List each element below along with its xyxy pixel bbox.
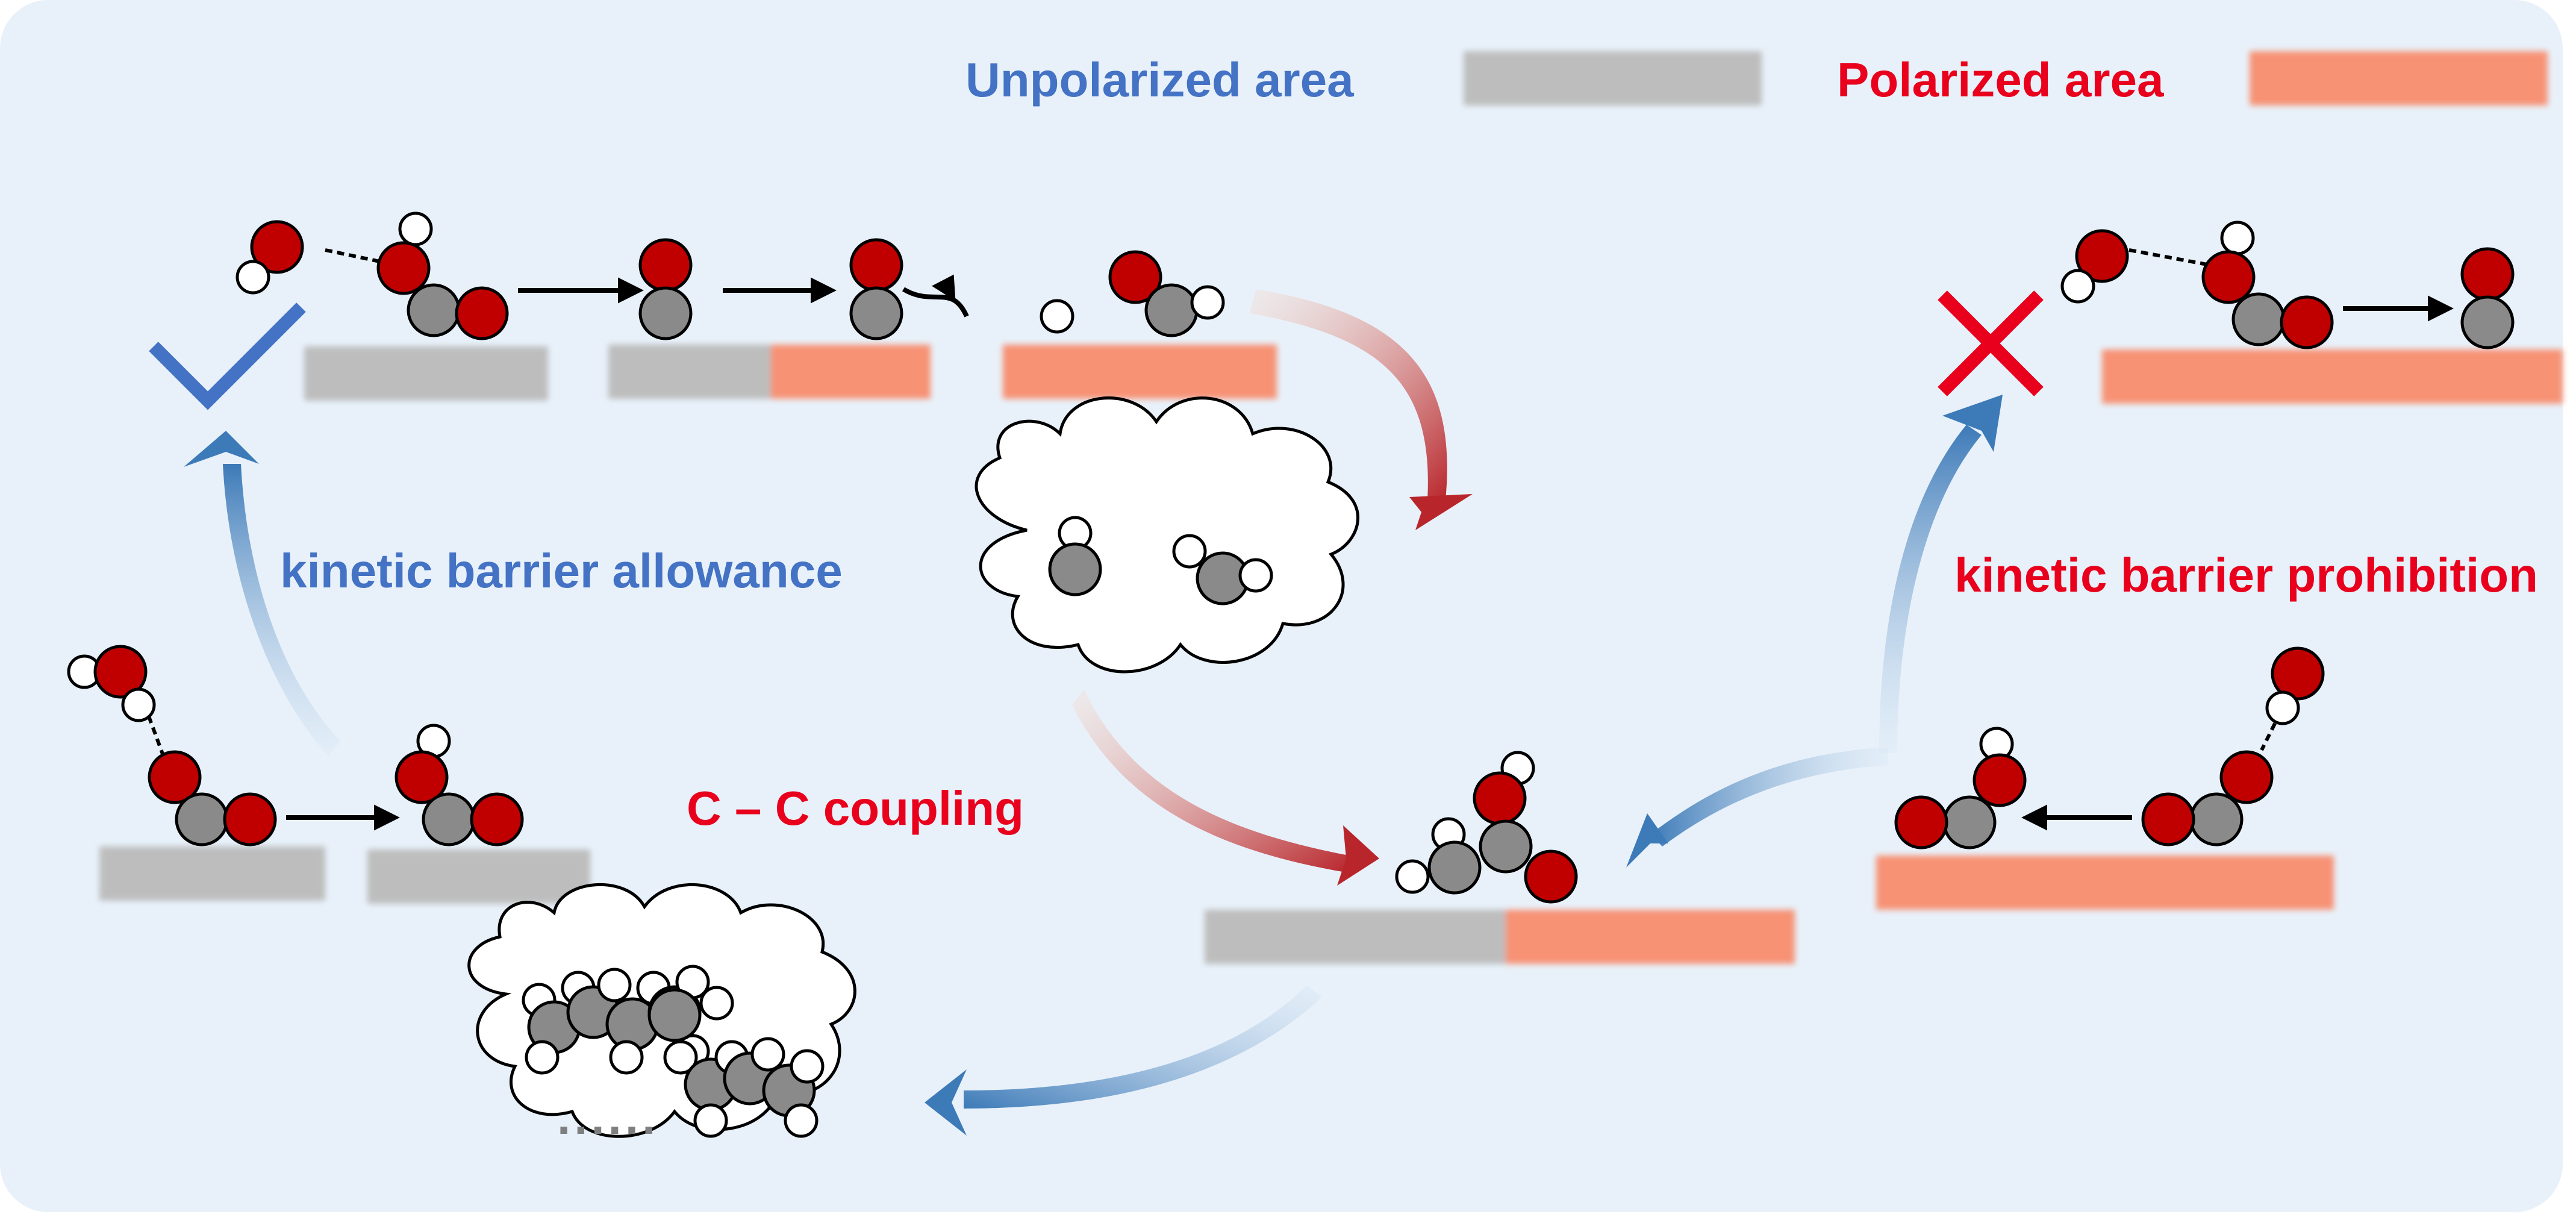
surface-unpolarized: [99, 846, 325, 901]
hydrogen-atom: [121, 687, 156, 722]
oxygen-atom: [223, 792, 277, 846]
blue-curved-arrow: [1650, 747, 1888, 846]
carbon-atom: [1942, 795, 1997, 849]
surface-polarized: [1003, 345, 1277, 399]
carbon-atom: [1479, 819, 1533, 874]
hydrogen-atom: [2265, 690, 2300, 725]
hydrogen-atom: [398, 211, 433, 246]
cloud-icon: [975, 396, 1360, 674]
oxygen-atom: [93, 645, 148, 699]
oxygen-atom: [1973, 753, 2027, 807]
oxygen-atom: [470, 792, 524, 846]
hydrogen-atom: [663, 1040, 698, 1075]
hydrogen-atom: [609, 1040, 644, 1075]
carbon-atom: [647, 988, 702, 1042]
checkmark-icon: [149, 302, 306, 410]
carbon-atom: [849, 286, 903, 340]
hydrogen-atom: [693, 1103, 728, 1138]
oxygen-atom: [1108, 250, 1162, 304]
oxygen-atom: [2141, 792, 2195, 846]
hydrogen-atom: [784, 1103, 819, 1138]
flow-arrows: [184, 289, 2003, 1136]
hydrogen-atom: [2060, 269, 2095, 304]
blue-arrowhead: [925, 1069, 967, 1136]
legend-unpolarized-label: Unpolarized area: [965, 53, 1354, 107]
carbon-atom: [1427, 840, 1482, 895]
blue-arrowhead: [1626, 813, 1668, 868]
hydrogen-atom: [1395, 859, 1430, 894]
hydrogen-atom: [1190, 285, 1225, 320]
blue-arrowhead: [184, 431, 259, 467]
legend-polarized-bar: [2250, 51, 2548, 105]
cross-icon: [1938, 290, 2044, 396]
oxygen-atom: [395, 750, 449, 804]
surface-unpolarized: [1205, 910, 1506, 964]
legend-unpolarized-bar: [1464, 51, 1762, 105]
blue-curved-arrow: [964, 985, 1322, 1109]
surface-polarized: [1506, 910, 1795, 964]
carbon-atom: [175, 792, 229, 846]
hydrogen-bonds: [143, 248, 2288, 763]
oxygen-atom: [1894, 795, 1948, 849]
blue-arrowhead: [1942, 395, 2003, 452]
oxygen-atom: [638, 238, 693, 292]
surface-polarized: [771, 345, 931, 399]
oxygen-atom: [455, 286, 509, 340]
carbon-atom: [1048, 542, 1102, 596]
hydrogen-atom: [235, 260, 270, 295]
product-ellipsis: ......: [557, 1090, 660, 1144]
blue-curved-arrow: [223, 464, 340, 756]
surface-unpolarized: [608, 345, 771, 399]
carbon-atom: [2460, 295, 2515, 349]
carbon-atom: [1144, 283, 1199, 337]
prohibition-label: kinetic barrier prohibition: [1954, 548, 2539, 602]
oxygen-atom: [849, 238, 903, 292]
surfaces: [99, 345, 2563, 964]
hydrogen-atom: [750, 1037, 785, 1072]
oxygen-atom: [2280, 295, 2334, 349]
carbon-atom: [422, 792, 476, 846]
hydrogen-atom: [597, 968, 632, 1003]
hydrogen-atom: [699, 986, 734, 1021]
allowance-label: kinetic barrier allowance: [280, 544, 843, 598]
surface-polarized: [2102, 349, 2563, 404]
molecules: [67, 211, 2515, 1138]
surface-unpolarized: [367, 849, 590, 904]
oxygen-atom: [250, 220, 304, 274]
blue-curved-arrow: [1879, 425, 1982, 753]
hydrogen-atom: [2220, 221, 2255, 255]
oxygen-atom: [376, 241, 431, 295]
hydrogen-atom: [525, 1040, 560, 1075]
coupling-label: C – C coupling: [687, 781, 1024, 835]
red-curved-arrow: [1250, 289, 1447, 500]
surface-polarized: [1876, 856, 2334, 910]
hydrogen-atom: [790, 1049, 825, 1084]
oxygen-atom: [1473, 771, 1527, 825]
oxygen-atom: [1524, 849, 1578, 904]
oxygen-atom: [2075, 229, 2129, 283]
carbon-atom: [638, 286, 693, 340]
oxygen-atom: [2271, 646, 2325, 701]
hydrogen-atom: [1172, 534, 1207, 569]
oxygen-atom: [148, 750, 202, 804]
red-curved-arrow: [1072, 690, 1349, 872]
legend-polarized-label: Polarized area: [1837, 53, 2164, 107]
carbon-atom: [407, 283, 461, 337]
hydrogen-atom: [1238, 558, 1273, 593]
carbon-atom: [2189, 792, 2244, 846]
hydrogen-atom: [1040, 299, 1074, 334]
step-arrows: [286, 274, 2454, 831]
surface-unpolarized: [304, 346, 548, 401]
oxygen-atom: [2460, 247, 2515, 301]
oxygen-atom: [2219, 750, 2274, 804]
oxygen-atom: [2201, 250, 2256, 304]
red-arrowhead: [1409, 494, 1473, 530]
carbon-atom: [2231, 292, 2286, 346]
red-arrowhead: [1337, 825, 1379, 886]
